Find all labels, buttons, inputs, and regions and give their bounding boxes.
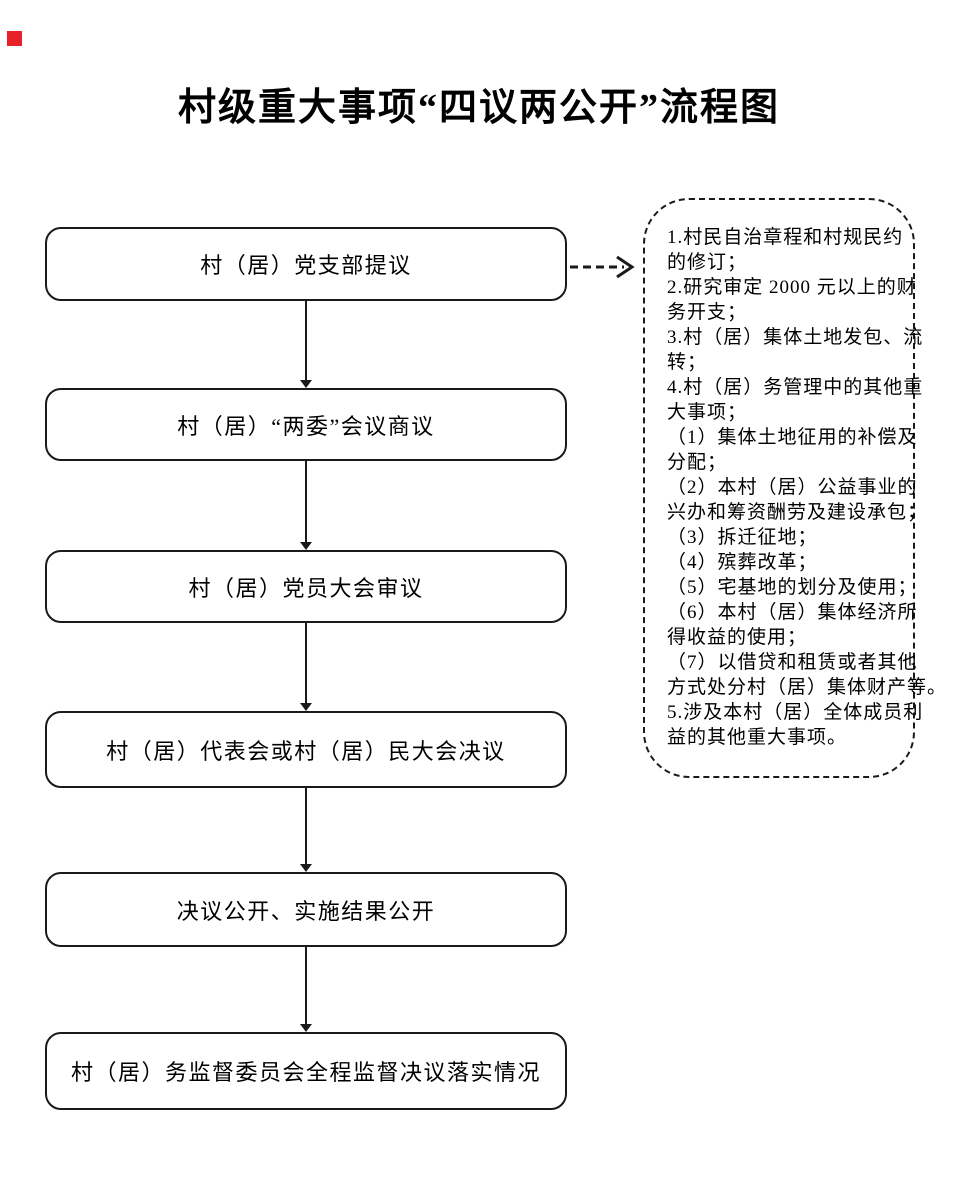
down-arrow-icon	[300, 461, 312, 550]
arrow-head	[300, 864, 312, 872]
down-arrow-icon	[300, 623, 312, 711]
panel-line: 分配；	[667, 452, 728, 473]
flow-step-label: 村（居）务监督委员会全程监督决议落实情况	[70, 1060, 541, 1085]
arrow-head	[300, 1024, 312, 1032]
flow-step-label: 村（居）党支部提议	[200, 253, 412, 278]
flow-step-supervision-committee: 村（居）务监督委员会全程监督决议落实情况	[45, 1032, 567, 1110]
panel-line: 方式处分村（居）集体财产等。	[667, 677, 948, 698]
flow-step-party-members-review: 村（居）党员大会审议	[45, 550, 567, 623]
flow-step-label: 决议公开、实施结果公开	[176, 898, 436, 924]
arrow-shaft	[305, 788, 307, 864]
red-square-marker	[7, 31, 22, 46]
flow-step-villagers-assembly-resolution: 村（居）代表会或村（居）民大会决议	[45, 711, 567, 788]
panel-line: 兴办和筹资酬劳及建设承包；	[667, 502, 928, 523]
panel-line: 2.研究审定 2000 元以上的财	[667, 277, 917, 298]
panel-line: 5.涉及本村（居）全体成员利	[667, 702, 924, 723]
flow-step-proposal: 村（居）党支部提议	[45, 227, 567, 301]
panel-line: （2）本村（居）公益事业的	[667, 477, 918, 498]
flow-step-two-committees-discussion: 村（居）“两委”会议商议	[45, 388, 567, 461]
panel-line: （5）宅基地的划分及使用；	[667, 577, 918, 598]
panel-line: 务开支；	[667, 302, 748, 323]
arrow-head	[300, 542, 312, 550]
major-items-panel: 1.村民自治章程和村规民约 的修订； 2.研究审定 2000 元以上的财 务开支…	[643, 198, 948, 778]
panel-line: （3）拆迁征地；	[667, 527, 818, 548]
panel-line: 的修订；	[667, 252, 748, 273]
arrow-shaft	[305, 461, 307, 542]
arrow-shaft	[305, 947, 307, 1024]
panel-line: 得收益的使用；	[667, 627, 808, 648]
down-arrow-icon	[300, 301, 312, 388]
panel-line: （1）集体土地征用的补偿及	[667, 427, 918, 448]
panel-line: 大事项；	[667, 402, 748, 423]
panel-line: 3.村（居）集体土地发包、流	[667, 327, 924, 348]
panel-line: 4.村（居）务管理中的其他重	[667, 377, 924, 398]
panel-line: 转；	[667, 352, 708, 373]
arrow-head	[300, 380, 312, 388]
panel-line: 1.村民自治章程和村规民约	[667, 227, 904, 248]
flow-step-label: 村（居）代表会或村（居）民大会决议	[106, 738, 506, 764]
flow-step-label: 村（居）党员大会审议	[188, 575, 424, 601]
arrow-shaft	[305, 301, 307, 380]
arrow-head	[300, 703, 312, 711]
flow-step-label: 村（居）“两委”会议商议	[177, 413, 435, 439]
dashed-right-arrow-icon	[570, 255, 635, 279]
down-arrow-icon	[300, 788, 312, 872]
page-title: 村级重大事项“四议两公开”流程图	[177, 87, 780, 129]
arrow-shaft	[305, 623, 307, 703]
panel-line: （6）本村（居）集体经济所	[667, 602, 918, 623]
panel-line: （7）以借贷和租赁或者其他	[667, 652, 918, 673]
panel-line: 益的其他重大事项。	[667, 727, 848, 748]
panel-line: （4）殡葬改革；	[667, 552, 818, 573]
down-arrow-icon	[300, 947, 312, 1032]
flow-step-public-disclosure: 决议公开、实施结果公开	[45, 872, 567, 947]
